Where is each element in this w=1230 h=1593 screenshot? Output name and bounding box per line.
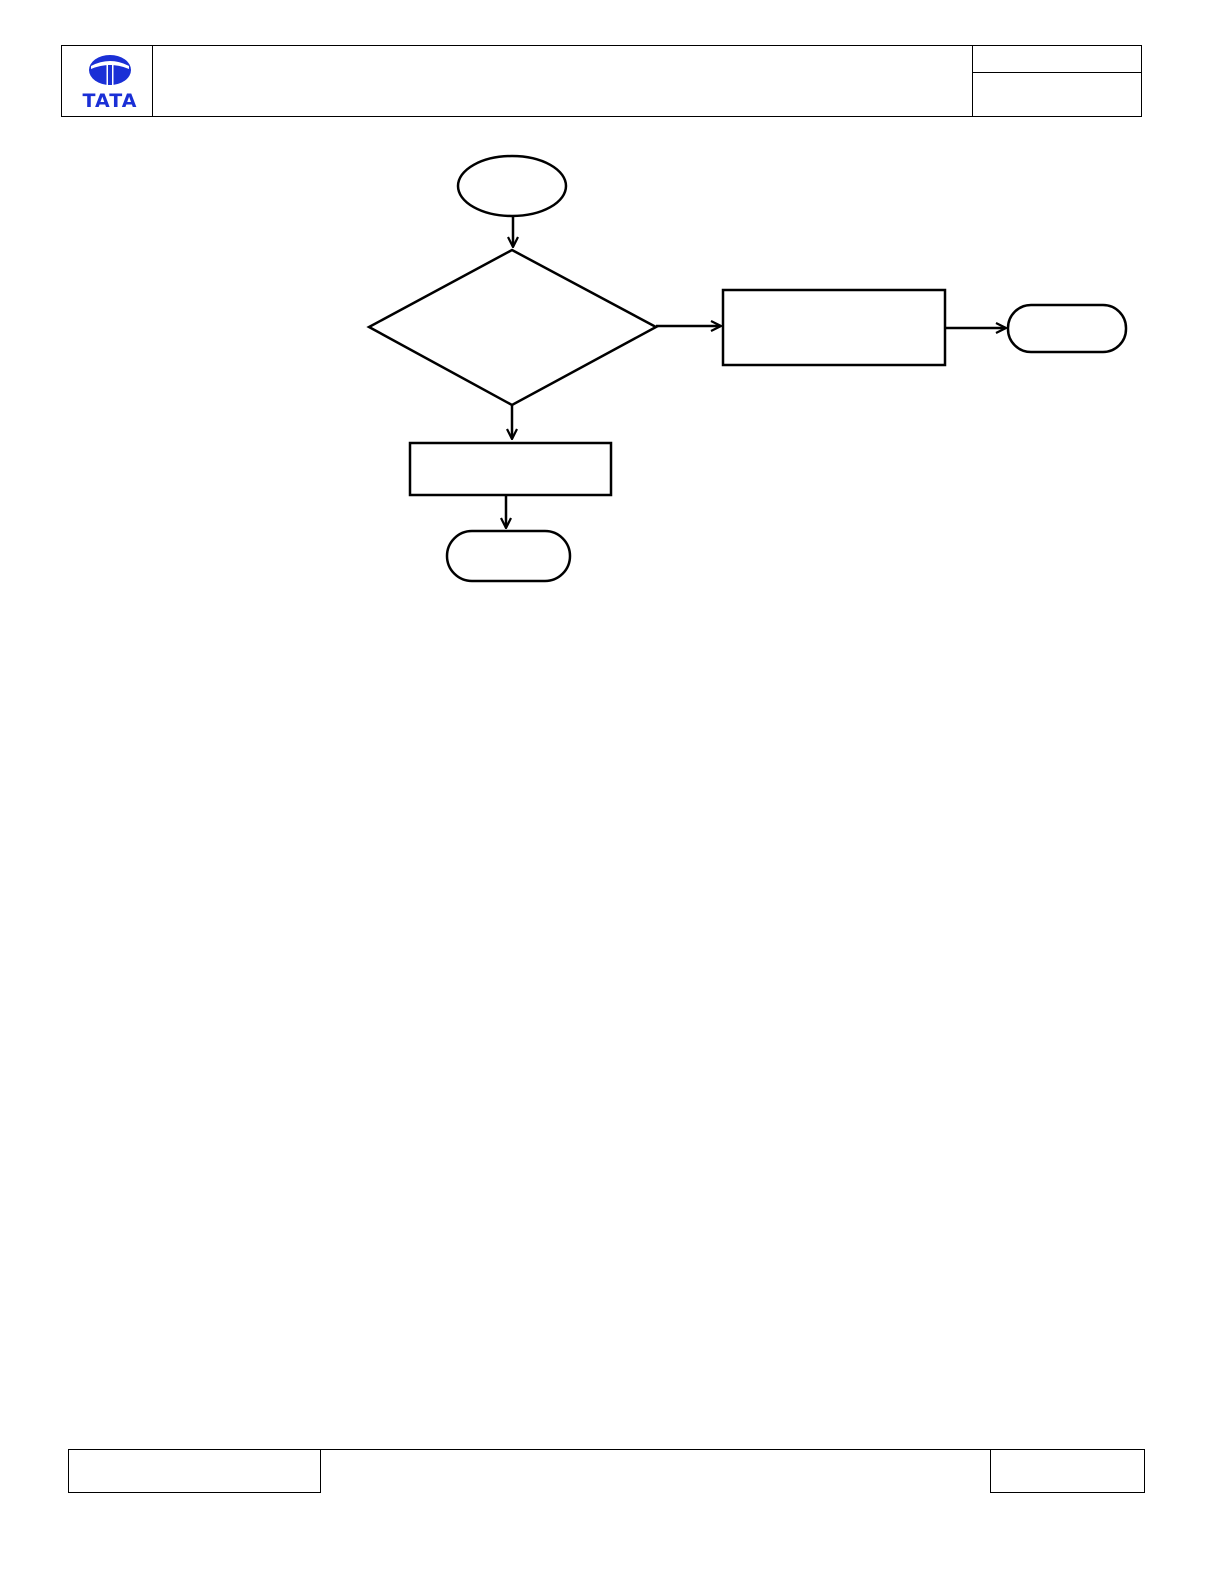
footer-right-cell (990, 1449, 1145, 1493)
tata-logo-emblem-icon (89, 55, 131, 86)
document-header: TATA (61, 45, 1142, 117)
terminal-right (1006, 303, 1128, 354)
footer-middle-cell (320, 1449, 991, 1450)
process-box-right (721, 288, 947, 367)
process-box-bottom (408, 441, 613, 497)
flowchart (366, 154, 1128, 583)
terminal-bottom (445, 529, 572, 583)
decision-diamond (366, 248, 659, 407)
footer-left-cell (68, 1449, 321, 1493)
start-terminal (456, 154, 568, 218)
logo-wordmark: TATA (83, 90, 138, 112)
header-title-cell (153, 46, 973, 116)
tata-logo: TATA (83, 55, 138, 112)
doc-number-cell (973, 46, 1141, 73)
logo-cell: TATA (62, 46, 153, 116)
